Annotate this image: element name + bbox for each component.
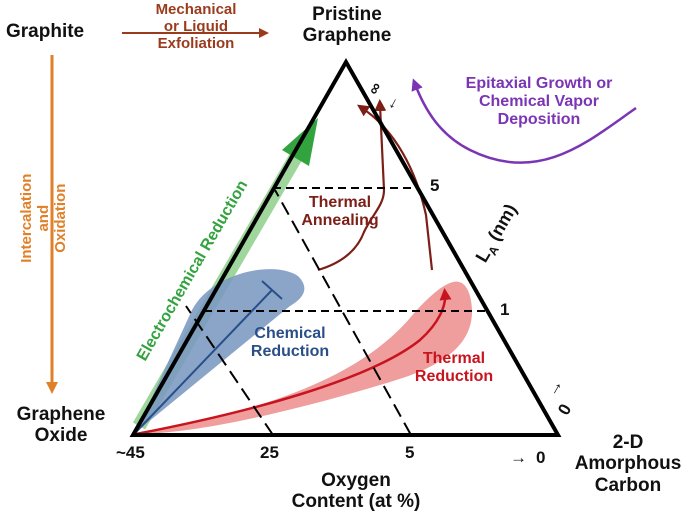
chemical-reduction-line-cap <box>261 280 283 300</box>
chemical-reduction-line-1: Chemical <box>254 325 326 342</box>
oxygen-tick-5: 5 <box>405 443 415 462</box>
graphene-line: Graphene <box>302 25 392 47</box>
epitaxial-line-2: Chemical Vapor <box>478 92 600 110</box>
epitaxial-growth-arrow <box>411 78 637 164</box>
amorphous-line-2: Amorphous <box>574 453 682 475</box>
pristine-line: Pristine <box>312 4 382 25</box>
oxygen-tick-45: ~45 <box>116 443 145 462</box>
mechanical-line: Mechanical <box>155 1 237 18</box>
amorphous-carbon-label: 2-D Amorphous Carbon <box>568 432 688 496</box>
amorphous-line-1: 2-D <box>612 432 644 453</box>
epitaxial-growth-label: Epitaxial Growth or Chemical Vapor Depos… <box>448 75 630 129</box>
la-tick-5: 5 <box>430 176 440 195</box>
ternary-triangle <box>129 57 562 437</box>
oxygen-tick-0: 0 <box>536 448 546 467</box>
oxygen-25-dashed-line <box>185 305 274 436</box>
liquid-line: or Liquid <box>163 17 229 35</box>
graphene-oxide-line-1: Graphene <box>16 404 106 425</box>
epitaxial-line-1: Epitaxial Growth or <box>465 75 613 92</box>
and-line: and <box>34 204 52 232</box>
thermal-annealing-label: Thermal Annealing <box>292 194 388 230</box>
thermal-reduction-arrow <box>135 288 452 436</box>
oxygen-axis-label: Oxygen Content (at %) <box>266 470 446 513</box>
chemical-reduction-label: Chemical Reduction <box>240 325 340 361</box>
oxygen-end-arrow: → <box>510 448 527 467</box>
thermal-reduction-label: Thermal Reduction <box>404 350 504 386</box>
oxygen-axis-line-1: Oxygen <box>321 470 391 491</box>
thermal-reduction-line-2: Reduction <box>414 367 494 385</box>
thermal-reduction-region <box>136 281 472 434</box>
thermal-annealing-line-2: Annealing <box>301 211 379 229</box>
chemical-reduction-line <box>135 289 273 433</box>
pristine-graphene-label: Pristine Graphene <box>284 4 410 47</box>
thermal-annealing-line-1: Thermal <box>308 194 372 211</box>
oxygen-axis-line-2: Content (at %) <box>291 491 421 513</box>
mechanical-exfoliation-label: Mechanical or Liquid Exfoliation <box>134 1 258 52</box>
amorphous-line-3: Carbon <box>594 474 662 496</box>
oxidation-line: Oxidation <box>51 183 69 253</box>
thermal-annealing-arrow-left <box>317 99 387 272</box>
epitaxial-line-3: Deposition <box>497 110 581 128</box>
intercalation-oxidation-label: Intercalation and Oxidation <box>17 158 69 278</box>
la-tick-1: 1 <box>500 300 510 319</box>
intercalation-line: Intercalation <box>17 173 35 263</box>
chemical-reduction-line-2: Reduction <box>250 342 330 360</box>
graphene-oxide-line-2: Oxide <box>34 425 88 447</box>
thermal-annealing-arrow-right <box>357 104 434 271</box>
oxygen-tick-25: 25 <box>260 443 279 462</box>
oxygen-5-dashed-line <box>274 189 412 436</box>
exfoliation-line: Exfoliation <box>157 34 235 52</box>
graphene-oxide-label: Graphene Oxide <box>2 404 120 447</box>
graphite-label: Graphite <box>6 21 85 42</box>
thermal-reduction-line-1: Thermal <box>422 350 486 367</box>
chemical-reduction-region <box>136 269 305 432</box>
